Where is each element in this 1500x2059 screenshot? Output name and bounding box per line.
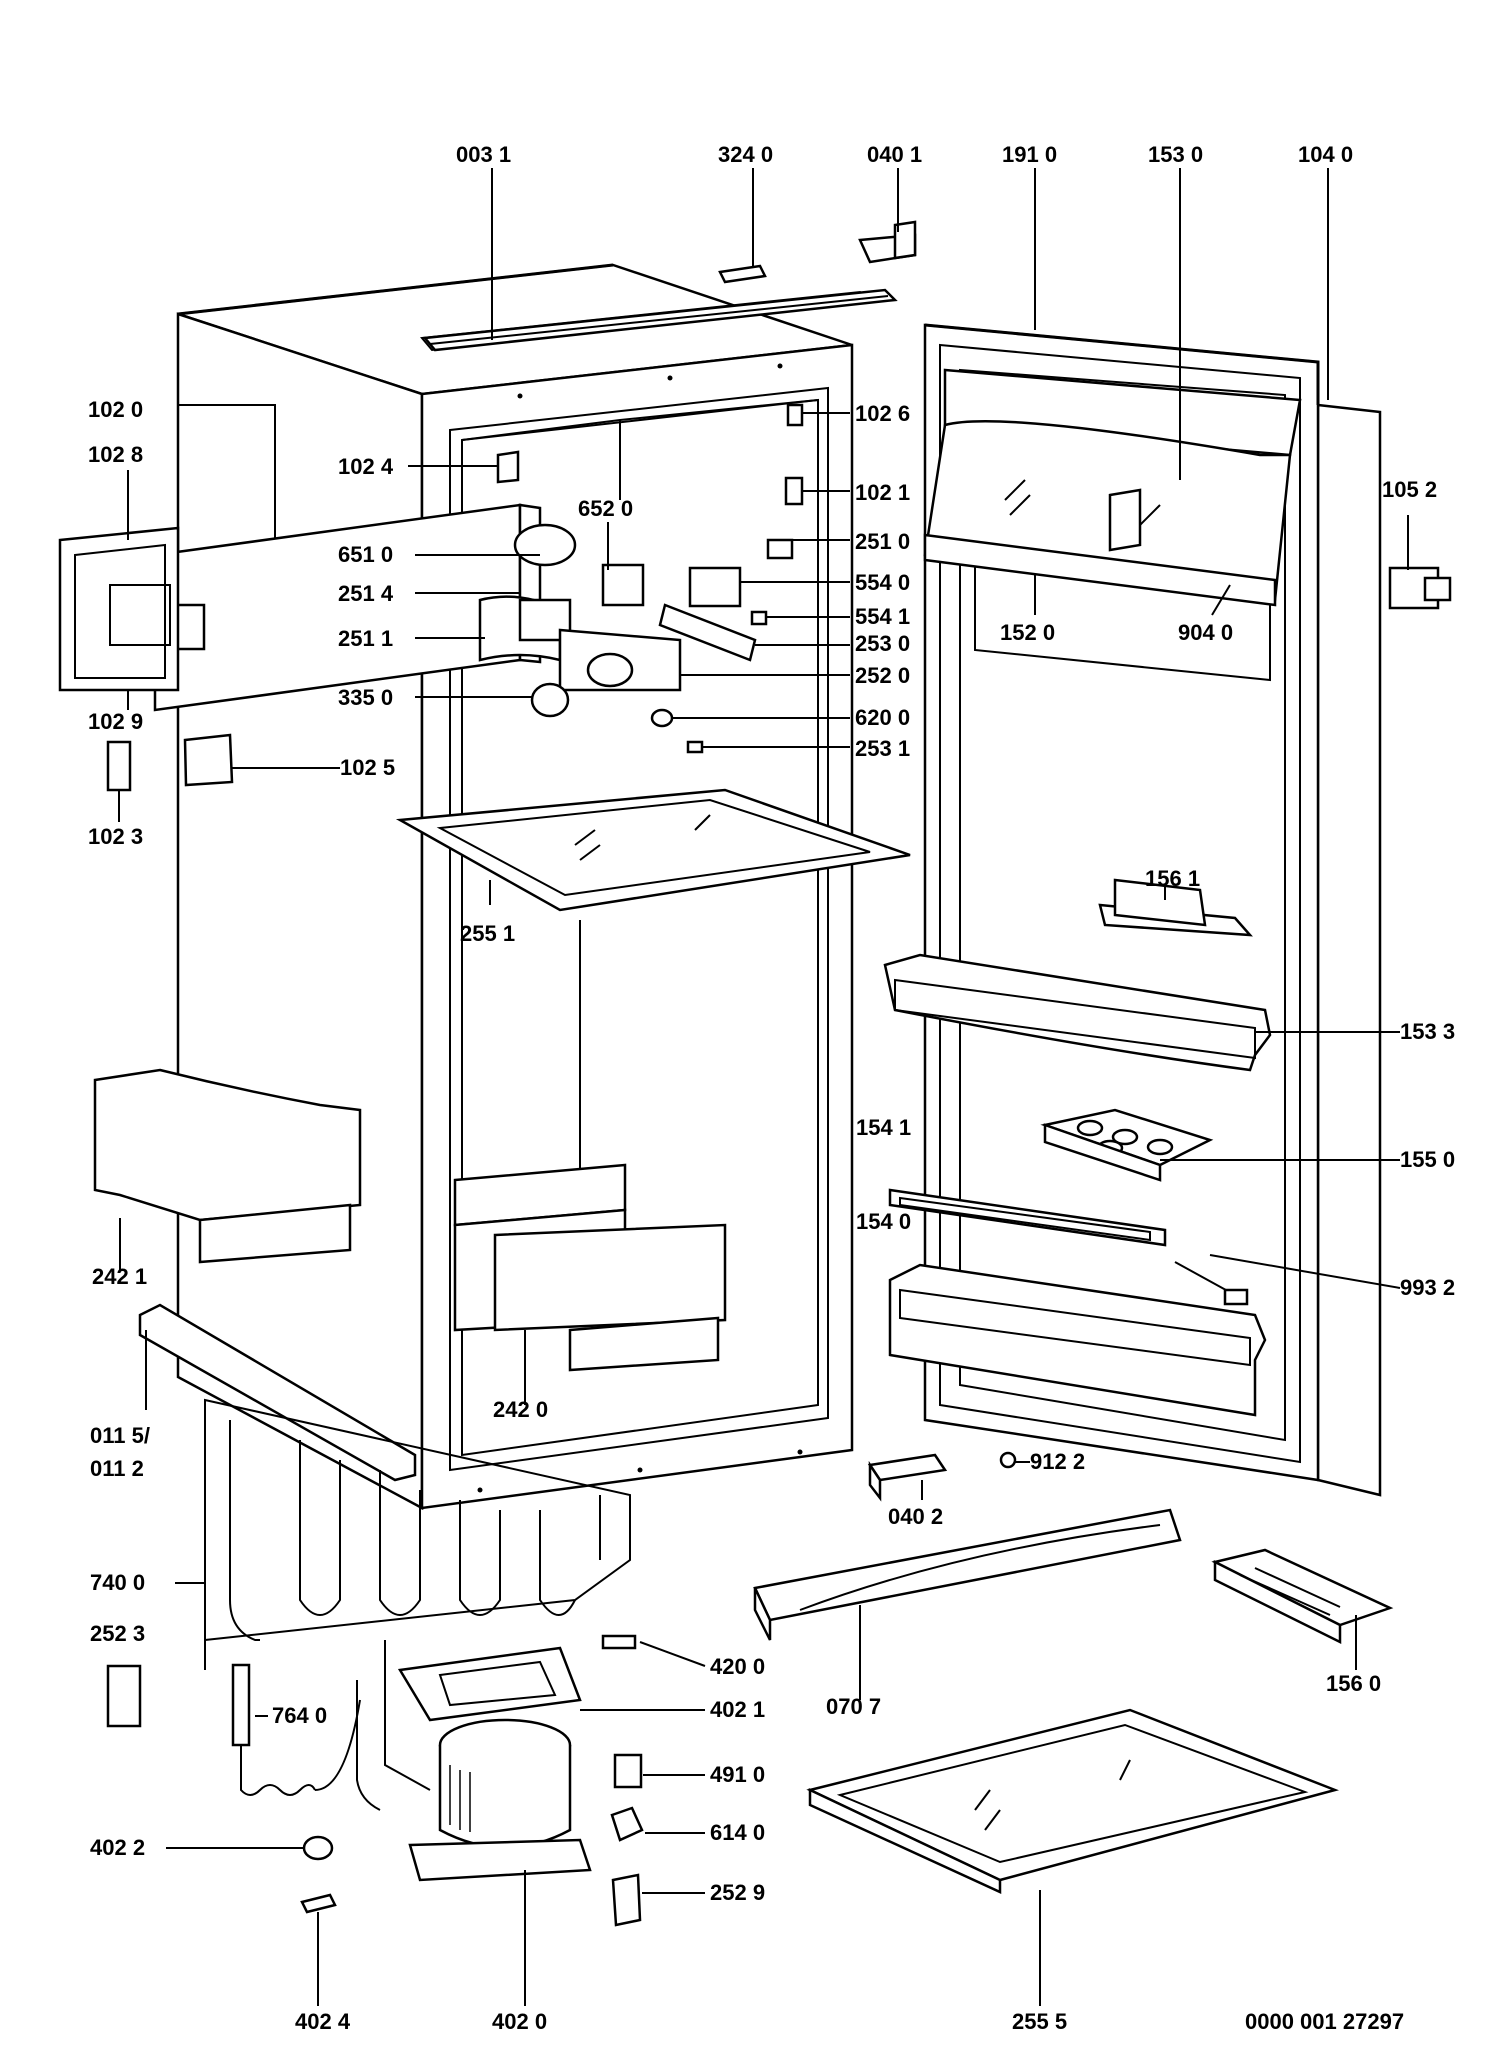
- part-9932-shape: [1174, 1261, 1249, 1306]
- label-764-0: 764 0: [272, 1703, 328, 1728]
- label-251-0: 251 0: [855, 529, 911, 554]
- label-335-0: 335 0: [338, 685, 394, 710]
- label-011-2: 011 2: [90, 1456, 144, 1481]
- label-242-0: 242 0: [493, 1397, 549, 1422]
- label-105-2: 105 2: [1382, 477, 1438, 502]
- label-491-0: 491 0: [710, 1762, 766, 1787]
- bottle-rail: [888, 1188, 1167, 1247]
- label-191-0: 191 0: [1002, 142, 1058, 167]
- label-255-1: 255 1: [460, 921, 516, 946]
- label-402-0: 402 0: [492, 2009, 548, 2034]
- label-614-0: 614 0: [710, 1820, 766, 1845]
- part-4200-shape: [601, 1634, 637, 1650]
- ice-tray: [1211, 1548, 1394, 1645]
- part-2523-shape: [106, 1664, 142, 1728]
- label-011-5: 011 5/: [90, 1423, 150, 1448]
- vent-grille: [753, 1508, 1182, 1641]
- label-102-1: 102 1: [855, 480, 911, 505]
- bracket-1025: [183, 733, 234, 787]
- label-904-0: 904 0: [1178, 620, 1234, 645]
- label-040-1: 040 1: [867, 142, 923, 167]
- part-9122-shape: [999, 1451, 1017, 1469]
- door-shelf-lower: [888, 1263, 1267, 1417]
- label-155-0: 155 0: [1400, 1147, 1456, 1172]
- part-4022-shape: [302, 1835, 334, 1861]
- label-242-1: 242 1: [92, 1264, 148, 1289]
- door-shelf-upper: [883, 953, 1272, 1072]
- label-156-0: 156 0: [1326, 1671, 1382, 1696]
- top-hinge-part: [858, 220, 917, 264]
- glass-shelf-lower: [806, 1708, 1340, 1894]
- label-156-1: 156 1: [1145, 866, 1201, 891]
- label-554-1: 554 1: [855, 604, 911, 629]
- label-102-6: 102 6: [855, 401, 911, 426]
- label-993-2: 993 2: [1400, 1275, 1456, 1300]
- label-255-5: 255 5: [1012, 2009, 1068, 2034]
- door-gasket-part: [58, 526, 180, 692]
- compressor-bracket: [397, 1646, 582, 1722]
- label-420-0: 420 0: [710, 1654, 766, 1679]
- label-102-9: 102 9: [88, 709, 144, 734]
- label-104-0: 104 0: [1298, 142, 1354, 167]
- label-324-0: 324 0: [718, 142, 774, 167]
- front-kick-rail: [138, 1303, 417, 1482]
- leader-lines: [118, 168, 1409, 2006]
- part-2529-shape: [611, 1873, 642, 1927]
- hinge-1052: [1388, 566, 1452, 610]
- part-4910-shape: [613, 1753, 643, 1789]
- top-rail-part: [422, 288, 898, 352]
- label-152-0: 152 0: [1000, 620, 1056, 645]
- label-154-1: 154 1: [856, 1115, 912, 1140]
- label-153-0: 153 0: [1148, 142, 1204, 167]
- label-251-1: 251 1: [338, 626, 394, 651]
- label-153-3: 153 3: [1400, 1019, 1456, 1044]
- label-253-1: 253 1: [855, 736, 911, 761]
- compressor: [408, 1718, 592, 1882]
- label-003-1: 003 1: [456, 142, 512, 167]
- label-402-4: 402 4: [295, 2009, 351, 2034]
- label-252-3: 252 3: [90, 1621, 146, 1646]
- label-251-4: 251 4: [338, 581, 394, 606]
- label-912-2: 912 2: [1030, 1449, 1086, 1474]
- glass-shelf-upper: [395, 788, 911, 912]
- label-070-7: 070 7: [826, 1694, 882, 1719]
- butter-dish: [1098, 878, 1253, 937]
- label-651-0: 651 0: [338, 542, 394, 567]
- label-102-3: 102 3: [88, 824, 144, 849]
- lower-hinge: [867, 1453, 948, 1502]
- door-dairy-compartment: [923, 368, 1302, 607]
- crisper-drawer-lower: [453, 1163, 727, 1372]
- label-740-0: 740 0: [90, 1570, 146, 1595]
- label-252-0: 252 0: [855, 663, 911, 688]
- label-252-9: 252 9: [710, 1880, 766, 1905]
- egg-tray: [1040, 1108, 1214, 1182]
- condenser-coil: [204, 1398, 631, 1670]
- label-154-0: 154 0: [856, 1209, 912, 1234]
- label-102-5: 102 5: [340, 755, 396, 780]
- label-102-4: 102 4: [338, 454, 394, 479]
- label-102-0: 102 0: [88, 397, 144, 422]
- document-code: 0000 001 27297: [1245, 2009, 1405, 2034]
- clip-part: [718, 264, 767, 284]
- crisper-drawer-upper: [93, 1068, 362, 1264]
- label-040-2: 040 2: [888, 1504, 944, 1529]
- label-620-0: 620 0: [855, 705, 911, 730]
- part-4024-shape: [300, 1893, 337, 1914]
- part-6140-shape: [610, 1806, 644, 1842]
- label-102-8: 102 8: [88, 442, 144, 467]
- label-652-0: 652 0: [578, 496, 634, 521]
- label-554-0: 554 0: [855, 570, 911, 595]
- label-253-0: 253 0: [855, 631, 911, 656]
- dryer-filter: [231, 1663, 361, 1796]
- label-402-2: 402 2: [90, 1835, 146, 1860]
- bracket-1023: [106, 740, 132, 792]
- label-402-1: 402 1: [710, 1697, 766, 1722]
